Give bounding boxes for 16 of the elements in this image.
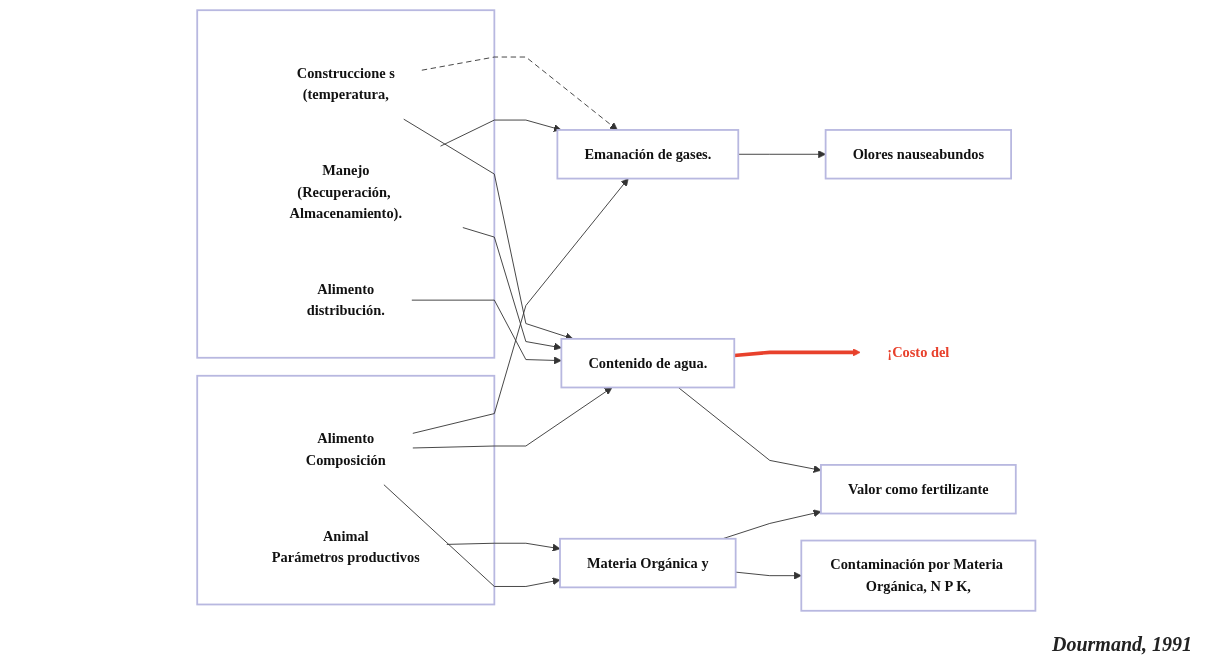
node-text: Alimento distribución.	[306, 280, 385, 318]
cluster	[196, 8, 495, 359]
node-text: Construccione s (temperatura,	[296, 64, 395, 102]
node-text: Animal Parámetros productivos	[271, 527, 420, 565]
cluster	[196, 374, 495, 605]
node-box: Contenido de agua.	[560, 337, 735, 388]
node-box: Olores nauseabundos	[824, 128, 1012, 179]
node-box: Contaminación por Materia Orgánica, N P K,	[800, 539, 1036, 612]
node-box: Valor como fertilizante	[819, 463, 1017, 514]
node-box: Emanación de gases.	[556, 128, 739, 179]
node-text: Alimento Composición	[305, 430, 386, 468]
node-text: ¡Costo del	[887, 343, 950, 360]
citation-text: Dourmand, 1991	[1051, 633, 1192, 656]
node-box: Materia Orgánica y	[558, 537, 737, 588]
node-text: Manejo (Recuperación, Almacenamiento).	[289, 161, 402, 221]
arrow	[733, 347, 861, 357]
